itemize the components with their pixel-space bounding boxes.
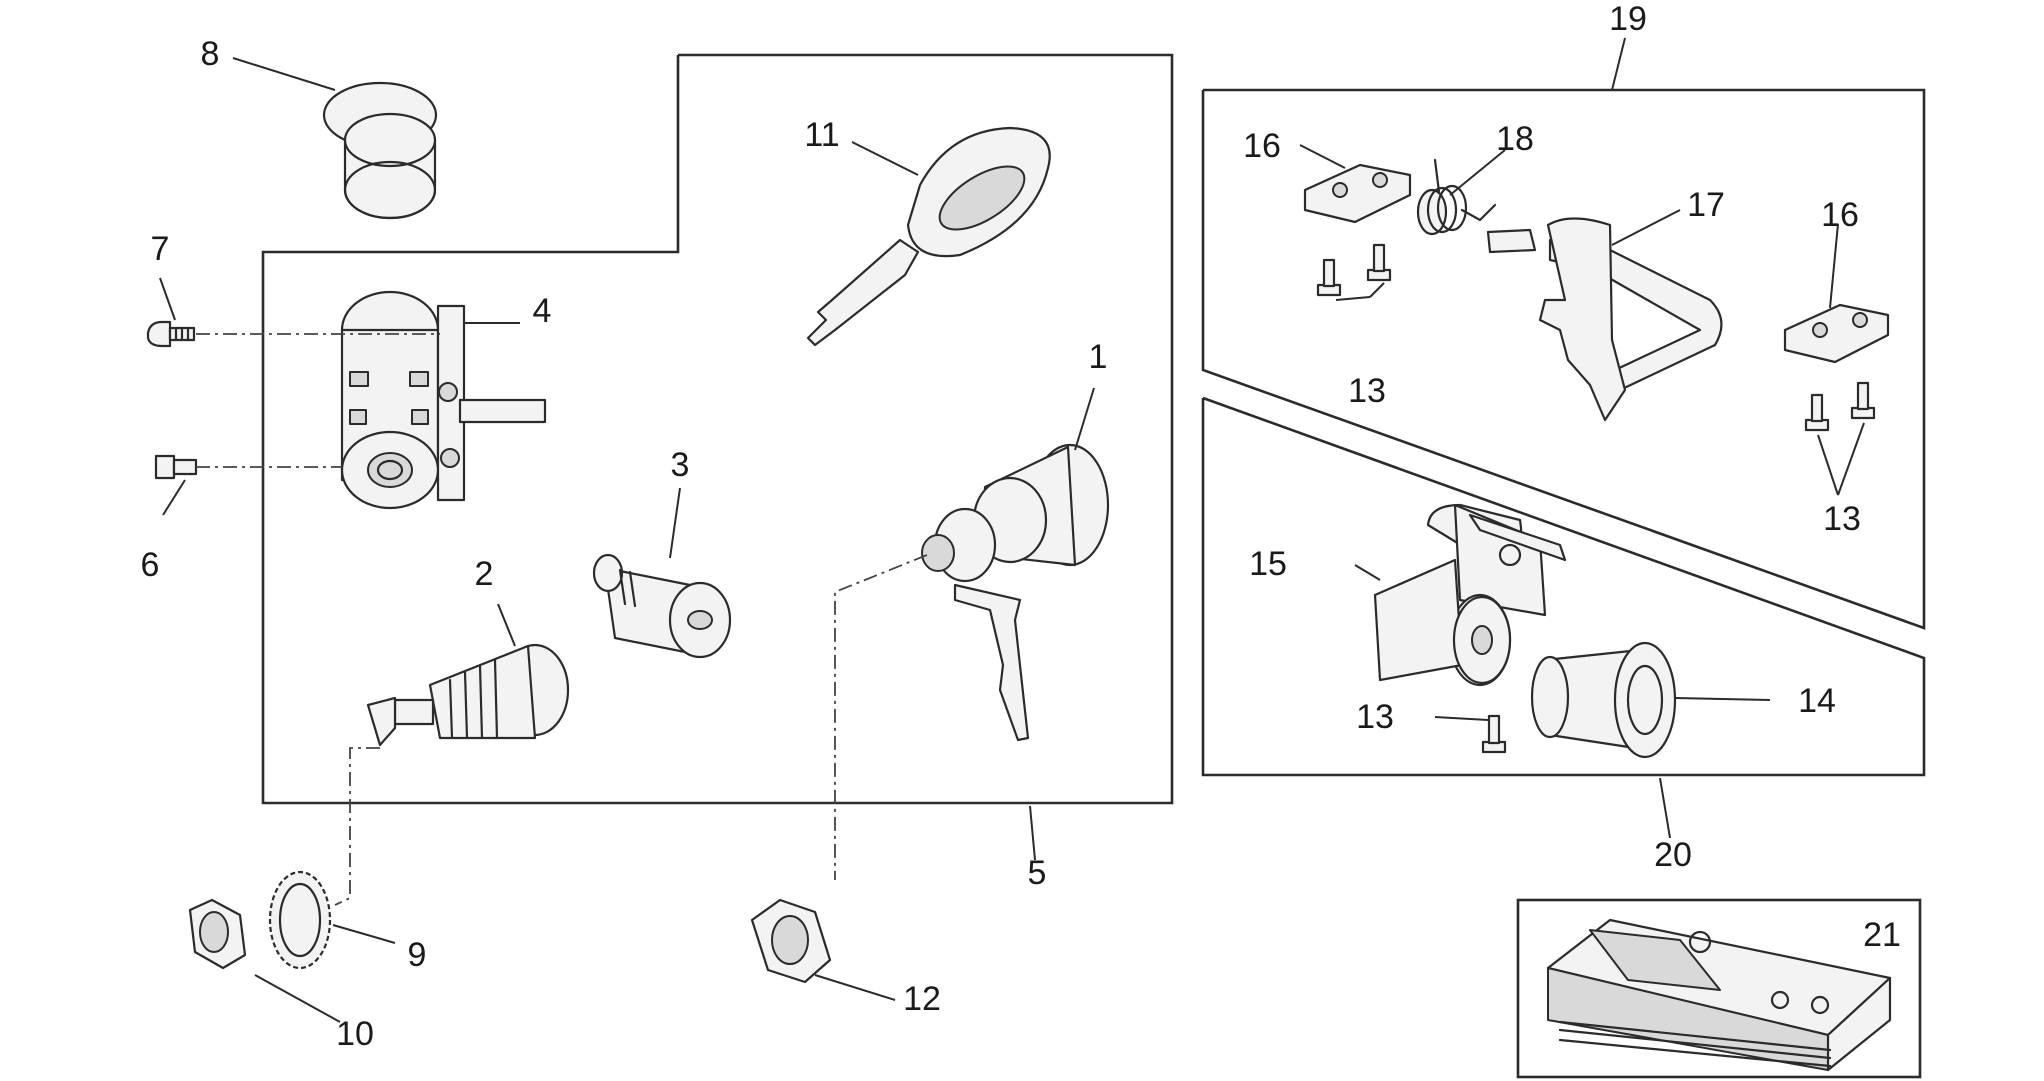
part-1-cam-lock <box>921 443 1110 742</box>
part-18-spring <box>1416 158 1497 236</box>
part-16-bracket-left <box>1303 163 1412 224</box>
callout-15: 15 <box>1249 545 1287 583</box>
part-6-bolt <box>154 454 198 480</box>
callout-7: 7 <box>151 230 170 268</box>
part-12-nut <box>750 898 832 984</box>
part-10-nut <box>188 898 247 970</box>
callout-12: 12 <box>903 980 941 1018</box>
lower-right-frame <box>1201 396 1926 777</box>
part-17-hook <box>1486 217 1723 422</box>
callout-9: 9 <box>408 936 427 974</box>
callout-16-left: 16 <box>1243 127 1281 165</box>
callout-17: 17 <box>1687 186 1725 224</box>
callout-4: 4 <box>533 292 552 330</box>
callout-13-upper-left: 13 <box>1348 372 1386 410</box>
callout-16-right: 16 <box>1821 196 1859 234</box>
part-14-bushing <box>1530 641 1677 759</box>
part-16-bracket-right <box>1783 303 1890 364</box>
part-21-manual-booklet <box>1546 918 1892 1072</box>
callout-21: 21 <box>1863 916 1901 954</box>
callout-14: 14 <box>1798 682 1836 720</box>
part-13-screw-lower <box>1481 714 1507 754</box>
part-11-key <box>806 126 1051 347</box>
part-7-screw <box>146 320 196 348</box>
callout-13-upper-right: 13 <box>1823 500 1861 538</box>
callout-3: 3 <box>671 446 690 484</box>
part-13-screws-upper-left <box>1316 243 1392 297</box>
lock-kit-frame <box>261 53 1174 805</box>
axis-line-1 <box>834 554 928 880</box>
callout-20: 20 <box>1654 836 1692 874</box>
leader-lines <box>159 37 1865 1023</box>
part-8-cap <box>322 81 438 220</box>
callout-5: 5 <box>1028 854 1047 892</box>
part-3-cylinder <box>592 553 732 659</box>
part-9-lock-washer <box>268 870 332 970</box>
axis-line-2 <box>334 747 380 906</box>
callout-11: 11 <box>804 116 839 154</box>
upper-right-frame <box>1201 88 1926 630</box>
part-4-lock-assembly <box>340 290 547 510</box>
callout-10: 10 <box>336 1015 374 1053</box>
manual-frame <box>1516 898 1922 1079</box>
part-2-threaded-lock <box>366 643 570 747</box>
part-15-lock-housing <box>1373 503 1567 687</box>
callout-19: 19 <box>1609 0 1647 38</box>
part-13-screws-upper-right <box>1804 381 1876 432</box>
callout-2: 2 <box>475 555 494 593</box>
callout-1: 1 <box>1089 338 1108 376</box>
callout-8: 8 <box>201 35 220 73</box>
callout-13-lower: 13 <box>1356 698 1394 736</box>
callout-18: 18 <box>1496 120 1534 158</box>
callout-6: 6 <box>141 546 160 584</box>
